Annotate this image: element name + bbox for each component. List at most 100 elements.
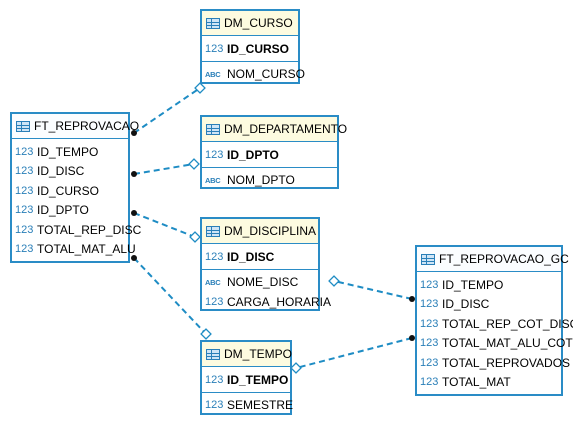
entity-header[interactable]: DM_CURSO [202, 11, 298, 36]
numeric-type-icon: 123 [205, 399, 224, 412]
many-end-dot [131, 171, 137, 177]
numeric-type-icon: 123 [15, 165, 34, 178]
column-name: ID_DISC [442, 297, 490, 312]
relationship-line[interactable] [133, 87, 201, 134]
numeric-type-icon: 123 [420, 278, 439, 291]
text-type-icon: ABC [205, 277, 221, 287]
numeric-type-icon: 123 [205, 295, 224, 308]
entity-header[interactable]: DM_TEMPO [202, 342, 293, 367]
numeric-type-icon: 123 [420, 317, 439, 330]
column-name: TOTAL_REP_DISC [37, 222, 142, 237]
column-name: ID_DPTO [37, 203, 89, 218]
numeric-type-icon: 123 [205, 148, 224, 161]
relationship-line[interactable] [133, 257, 207, 335]
numeric-type-icon: 123 [420, 376, 439, 389]
column-name: ID_TEMPO [442, 277, 504, 292]
one-end-diamond [200, 328, 212, 340]
entity-title: DM_TEMPO [224, 347, 293, 361]
column-name: CARGA_HORARIA [227, 294, 332, 309]
numeric-type-icon: 123 [420, 298, 439, 311]
numeric-type-icon: 123 [15, 243, 34, 256]
column-name: TOTAL_MAT_ALU [37, 242, 136, 257]
table-icon [421, 253, 435, 265]
numeric-type-icon: 123 [420, 356, 439, 369]
column-name: ID_TEMPO [37, 144, 99, 159]
column-name: TOTAL_MAT [442, 375, 511, 390]
entity-title: DM_DEPARTAMENTO [224, 122, 348, 136]
relationship-line[interactable] [295, 337, 413, 369]
entity-header[interactable]: DM_DEPARTAMENTO [202, 117, 347, 142]
entity-title: FT_REPROVACAO_GC [439, 252, 569, 266]
column-name: TOTAL_REP_COT_DISC [442, 316, 573, 331]
numeric-type-icon: 123 [205, 42, 224, 55]
column-name: NOME_DISC [227, 275, 299, 290]
table-column[interactable]: ABC NOME_DISC [202, 273, 318, 293]
numeric-type-icon: 123 [15, 145, 34, 158]
table-icon [206, 17, 220, 29]
column-name: ID_CURSO [227, 41, 290, 56]
column-name: NOM_CURSO [227, 67, 306, 82]
table-icon [206, 348, 220, 360]
entity-title: FT_REPROVACAO [34, 119, 140, 133]
many-end-dot [131, 255, 137, 261]
entity-header[interactable]: FT_REPROVACAO [12, 114, 139, 139]
one-end-diamond [189, 231, 201, 243]
relationship-line[interactable] [133, 163, 195, 175]
column-section: ABC NOM_CURSO [202, 60, 305, 87]
relationship-line[interactable] [133, 212, 196, 238]
entity-title: DM_DISCIPLINA [224, 224, 317, 238]
text-type-icon: ABC [205, 69, 221, 79]
table-column[interactable]: ABC NOM_CURSO [202, 65, 305, 85]
relationship-line[interactable] [333, 280, 413, 300]
one-end-diamond [194, 82, 206, 94]
column-name: ID_TEMPO [227, 372, 289, 387]
entity-header[interactable]: DM_DISCIPLINA [202, 219, 318, 244]
many-end-dot [409, 296, 415, 302]
numeric-type-icon: 123 [15, 204, 34, 217]
table-icon [16, 120, 30, 132]
many-end-dot [131, 210, 137, 216]
column-name: TOTAL_REPROVADOS [442, 355, 571, 370]
numeric-type-icon: 123 [15, 223, 34, 236]
one-end-diamond [328, 275, 340, 287]
entity-header[interactable]: FT_REPROVACAO_GC [417, 247, 569, 272]
entity-title: DM_CURSO [224, 16, 293, 30]
column-name: ID_DPTO [227, 147, 279, 162]
one-end-diamond [188, 158, 200, 170]
